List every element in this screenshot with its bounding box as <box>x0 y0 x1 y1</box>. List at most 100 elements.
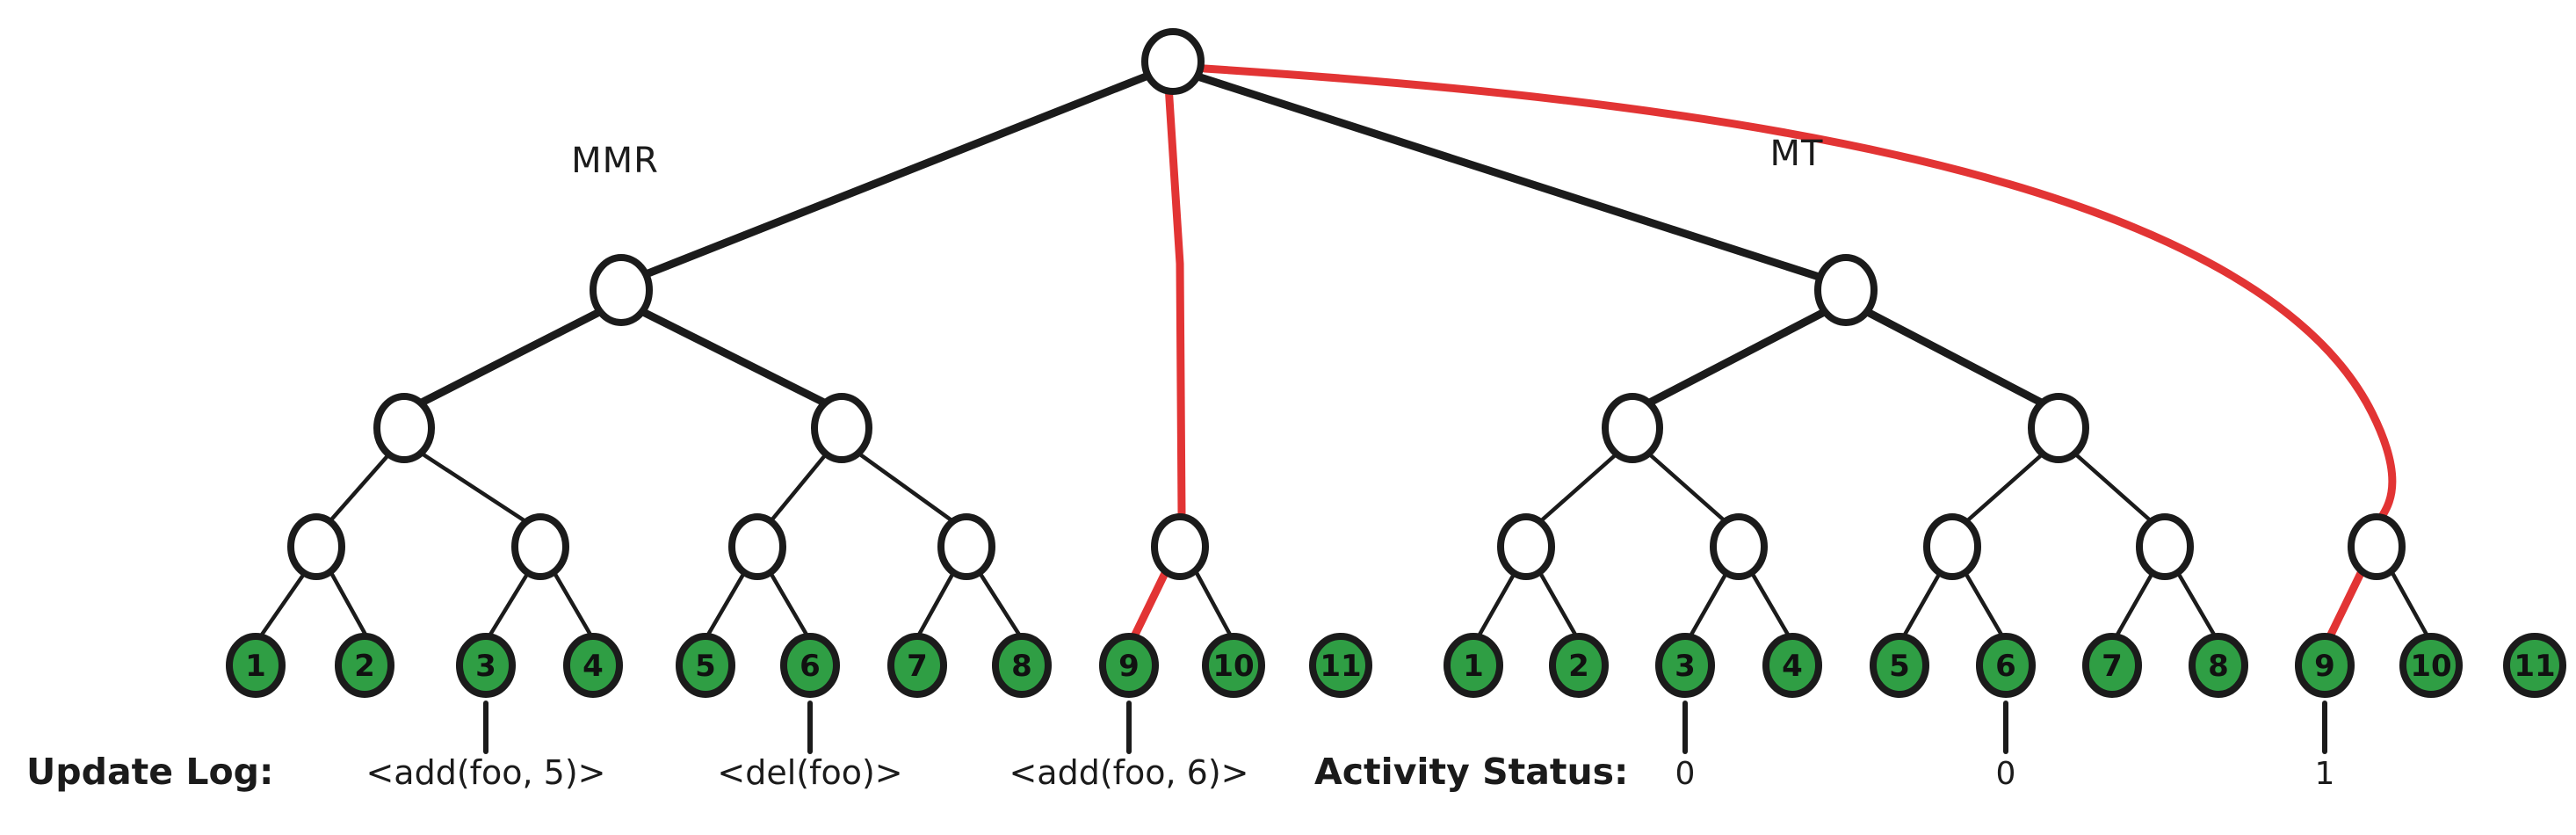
leaf-label: 9 <box>2314 649 2335 684</box>
mmr-edge-l3e-leaf10 <box>1193 569 1233 637</box>
mt-internal-node[interactable] <box>1602 393 1663 463</box>
leaf-node[interactable]: 4 <box>1762 633 1822 698</box>
mmr-edge-l1-l2b <box>630 303 836 410</box>
mt-internal-node[interactable] <box>1497 513 1555 580</box>
activity-status-entry: 0 <box>1996 756 2016 792</box>
leaf-label: 11 <box>1320 649 1361 684</box>
mt-leaf-nodes: 1 2 3 4 5 6 7 8 <box>1444 633 2566 698</box>
mt-internal-node[interactable] <box>2348 513 2406 580</box>
leaf-circle <box>1976 633 2036 698</box>
mt-internal-node[interactable] <box>1710 513 1768 580</box>
leaf-node[interactable]: 8 <box>992 633 1052 698</box>
leaf-label: 8 <box>2208 649 2229 684</box>
activity-status-entry: 1 <box>2315 756 2335 792</box>
leaf-node[interactable]: 1 <box>1444 633 1503 698</box>
internal-nodes <box>287 28 2406 580</box>
leaf-circle <box>1202 633 1265 698</box>
leaf-circle <box>2082 633 2142 698</box>
activity-status-label: Activity Status: <box>1314 751 1628 793</box>
leaf-node[interactable]: 11 <box>1309 633 1372 698</box>
leaf-node[interactable]: 9 <box>2295 633 2355 698</box>
mmr-internal-node[interactable] <box>287 513 345 580</box>
mmr-internal-node[interactable] <box>1151 513 1209 580</box>
mt-internal-node[interactable] <box>2028 393 2089 463</box>
leaf-node[interactable]: 9 <box>1099 633 1159 698</box>
leaf-label: 2 <box>354 649 375 684</box>
mt-edge-l3a-leaf1 <box>1477 569 1518 637</box>
mmr-internal-node[interactable] <box>937 513 995 580</box>
mt-edge-l1-l2b <box>1855 303 2052 410</box>
highlight-edge-root-to-mmr-leafparent <box>1164 81 1186 519</box>
mmr-edge-l3b-leaf3 <box>488 569 532 637</box>
mmr-internal-node[interactable] <box>511 513 569 580</box>
leaf-label: 5 <box>695 649 716 684</box>
activity-status-group: Activity Status: 0 0 1 <box>1314 701 2335 793</box>
leaf-circle <box>226 633 286 698</box>
update-log-entry: <add(foo, 6)> <box>1009 753 1248 792</box>
leaf-node[interactable]: 10 <box>1202 633 1265 698</box>
update-log-entry: <del(foo)> <box>717 753 902 792</box>
mmr-edge-l3b-leaf4 <box>551 569 593 637</box>
mmr-internal-node[interactable] <box>728 513 786 580</box>
leaf-label: 7 <box>907 649 928 684</box>
leaf-label: 11 <box>2514 649 2555 684</box>
edge-root-to-mt <box>1190 71 1837 286</box>
leaf-circle <box>780 633 840 698</box>
mmr-internal-node[interactable] <box>373 393 435 463</box>
edge-root-to-mmr <box>628 69 1157 284</box>
mmr-edge-l3c-leaf6 <box>767 569 809 637</box>
mt-edge-l3e-leaf10 <box>2389 569 2429 637</box>
leaf-node[interactable]: 6 <box>780 633 840 698</box>
root-node[interactable] <box>1141 28 1205 95</box>
leaf-node[interactable]: 2 <box>1549 633 1609 698</box>
leaf-node[interactable]: 2 <box>335 633 394 698</box>
mt-internal-node[interactable] <box>1814 254 1878 326</box>
leaf-node[interactable]: 3 <box>1655 633 1715 698</box>
update-log-group: Update Log: <add(foo, 5)> <del(foo)> <ad… <box>26 701 1249 793</box>
leaf-node[interactable]: 7 <box>2082 633 2142 698</box>
leaf-label: 8 <box>1011 649 1032 684</box>
leaf-label: 10 <box>2410 649 2451 684</box>
root-edges <box>628 69 1837 286</box>
update-log-entry: <add(foo, 5)> <box>365 753 605 792</box>
leaf-node[interactable]: 4 <box>563 633 623 698</box>
leaf-label: 6 <box>1995 649 2016 684</box>
mt-internal-node[interactable] <box>2136 513 2194 580</box>
mt-edge-l2b-l3c <box>1960 447 2050 527</box>
mmr-tree-title: MMR <box>571 141 659 181</box>
leaf-label: 10 <box>1212 649 1254 684</box>
leaf-label: 9 <box>1118 649 1140 684</box>
leaf-circle <box>2399 633 2463 698</box>
mt-edge-l2a-l3b <box>1642 447 1732 527</box>
mt-edge-l3d-leaf8 <box>2174 569 2217 637</box>
leaf-circle <box>335 633 394 698</box>
leaf-circle <box>1099 633 1159 698</box>
mmr-edge-l2a-l3b <box>414 447 533 527</box>
mmr-internal-node[interactable] <box>811 393 872 463</box>
leaf-node[interactable]: 3 <box>456 633 516 698</box>
leaf-node[interactable]: 1 <box>226 633 286 698</box>
leaf-circle <box>1309 633 1372 698</box>
leaf-node[interactable]: 11 <box>2503 633 2566 698</box>
leaf-label: 3 <box>475 649 496 684</box>
leaf-label: 6 <box>800 649 821 684</box>
mmr-edge-l3a-leaf2 <box>328 569 368 637</box>
highlight-edge-mmr-to-leaf9 <box>1131 567 1170 639</box>
leaf-node[interactable]: 6 <box>1976 633 2036 698</box>
leaf-node[interactable]: 7 <box>887 633 947 698</box>
leaf-circle <box>2503 633 2566 698</box>
leaf-node[interactable]: 5 <box>676 633 735 698</box>
leaf-node[interactable]: 10 <box>2399 633 2463 698</box>
leaf-label: 3 <box>1675 649 1696 684</box>
leaf-node[interactable]: 8 <box>2189 633 2248 698</box>
leaf-label: 1 <box>1463 649 1484 684</box>
mmr-edge-l2b-l3c <box>765 447 832 527</box>
leaf-node[interactable]: 5 <box>1870 633 1929 698</box>
mt-internal-node[interactable] <box>1923 513 1981 580</box>
mmr-internal-node[interactable] <box>590 254 653 326</box>
mt-edge-l3b-leaf3 <box>1689 569 1730 637</box>
mmr-edge-l3d-leaf8 <box>976 569 1022 637</box>
highlight-path-group <box>1131 64 2397 639</box>
mt-edge-l1-l2a <box>1639 303 1837 410</box>
